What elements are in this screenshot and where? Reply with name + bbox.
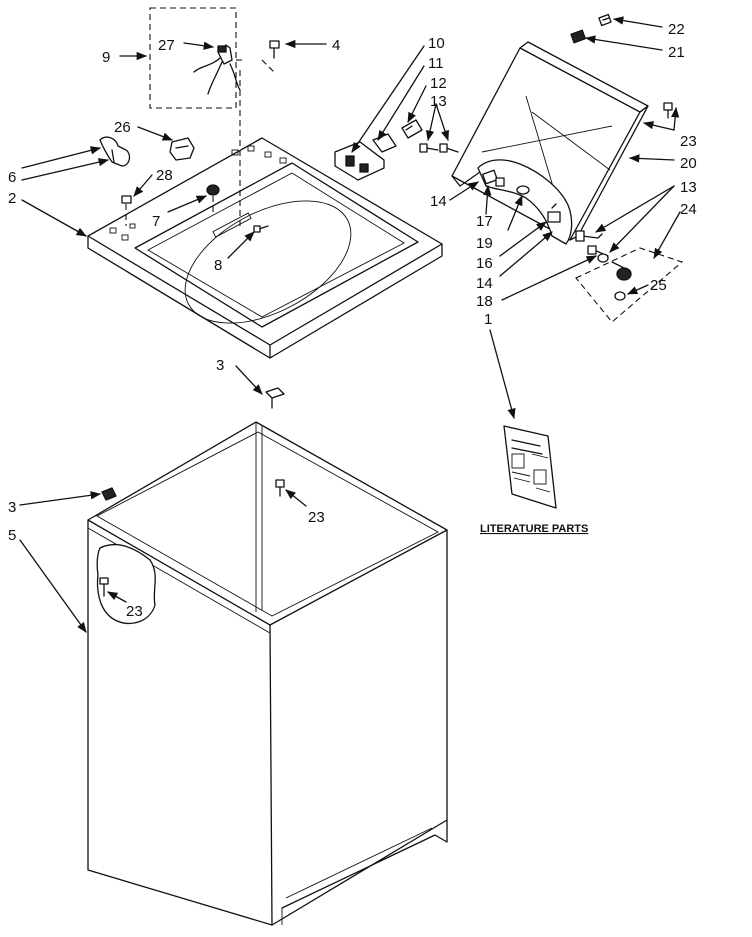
part-28-screw xyxy=(121,195,132,226)
lid-hinge xyxy=(477,159,573,245)
callout-21: 22 xyxy=(668,21,685,38)
callout-5: 5 xyxy=(8,527,16,544)
part-3-lower-pad xyxy=(101,487,117,501)
callout-13-right: 13 xyxy=(680,179,697,196)
callout-6: 6 xyxy=(8,169,16,186)
callout-28: 28 xyxy=(156,167,173,184)
washer-top xyxy=(87,137,443,359)
part-10-lid-switch xyxy=(334,141,385,181)
part-21-nut xyxy=(598,13,612,27)
callout-27: 27 xyxy=(158,37,175,54)
callout-22: 23 xyxy=(680,133,697,150)
callout-4: 4 xyxy=(332,37,340,54)
leader-lines xyxy=(19,16,681,633)
callout-11: 11 xyxy=(428,55,444,72)
part-23-upper-screw xyxy=(275,479,285,497)
part-13-screws-right xyxy=(575,230,609,257)
callout-23-lower: 23 xyxy=(126,603,143,620)
callout-9: 9 xyxy=(102,49,110,66)
callout-23-upper: 23 xyxy=(308,509,325,526)
screw-23-left xyxy=(99,577,109,597)
part-7-grommet xyxy=(206,184,220,212)
callout-14-lower: 14 xyxy=(476,275,493,292)
callout-8: 8 xyxy=(214,257,222,274)
callout-25: 25 xyxy=(650,277,667,294)
callout-24: 24 xyxy=(680,201,697,218)
callout-12: 12 xyxy=(430,75,447,92)
callout-labels: 9 27 4 26 6 2 28 7 8 10 11 12 13 22 21 2… xyxy=(8,21,697,620)
part-13-screws-left xyxy=(419,143,459,153)
callout-26: 26 xyxy=(114,119,131,136)
part-9-box xyxy=(149,7,246,230)
callout-19: 20 xyxy=(680,155,697,172)
literature-booklet xyxy=(503,425,557,509)
callout-3-upper: 3 xyxy=(216,357,224,374)
cabinet xyxy=(87,421,448,926)
callout-7: 7 xyxy=(152,213,160,230)
callout-16: 17 xyxy=(476,213,493,230)
callout-13-left: 13 xyxy=(430,93,447,110)
literature-parts-label: LITERATURE PARTS xyxy=(480,523,588,535)
callout-1: 1 xyxy=(484,311,492,328)
part-3-upper-pad xyxy=(265,387,285,409)
part-20-bumper xyxy=(570,29,586,44)
callout-2: 2 xyxy=(8,190,16,207)
callout-14-upper: 14 xyxy=(430,193,447,210)
callout-18: 19 xyxy=(476,235,493,252)
callout-10: 10 xyxy=(428,35,445,52)
callout-15: 16 xyxy=(476,255,493,272)
part-24-box xyxy=(575,247,684,323)
callout-17: 18 xyxy=(476,293,493,310)
part-26-clip xyxy=(169,137,195,161)
callout-20: 21 xyxy=(668,44,685,61)
part-22-screw xyxy=(663,102,673,119)
part-6-clamp xyxy=(99,136,131,167)
cabinet-cutaway xyxy=(96,543,156,625)
callout-3-lower: 3 xyxy=(8,499,16,516)
part-17-washer xyxy=(597,253,609,263)
lid xyxy=(451,41,649,241)
part-4-screw xyxy=(261,40,280,73)
